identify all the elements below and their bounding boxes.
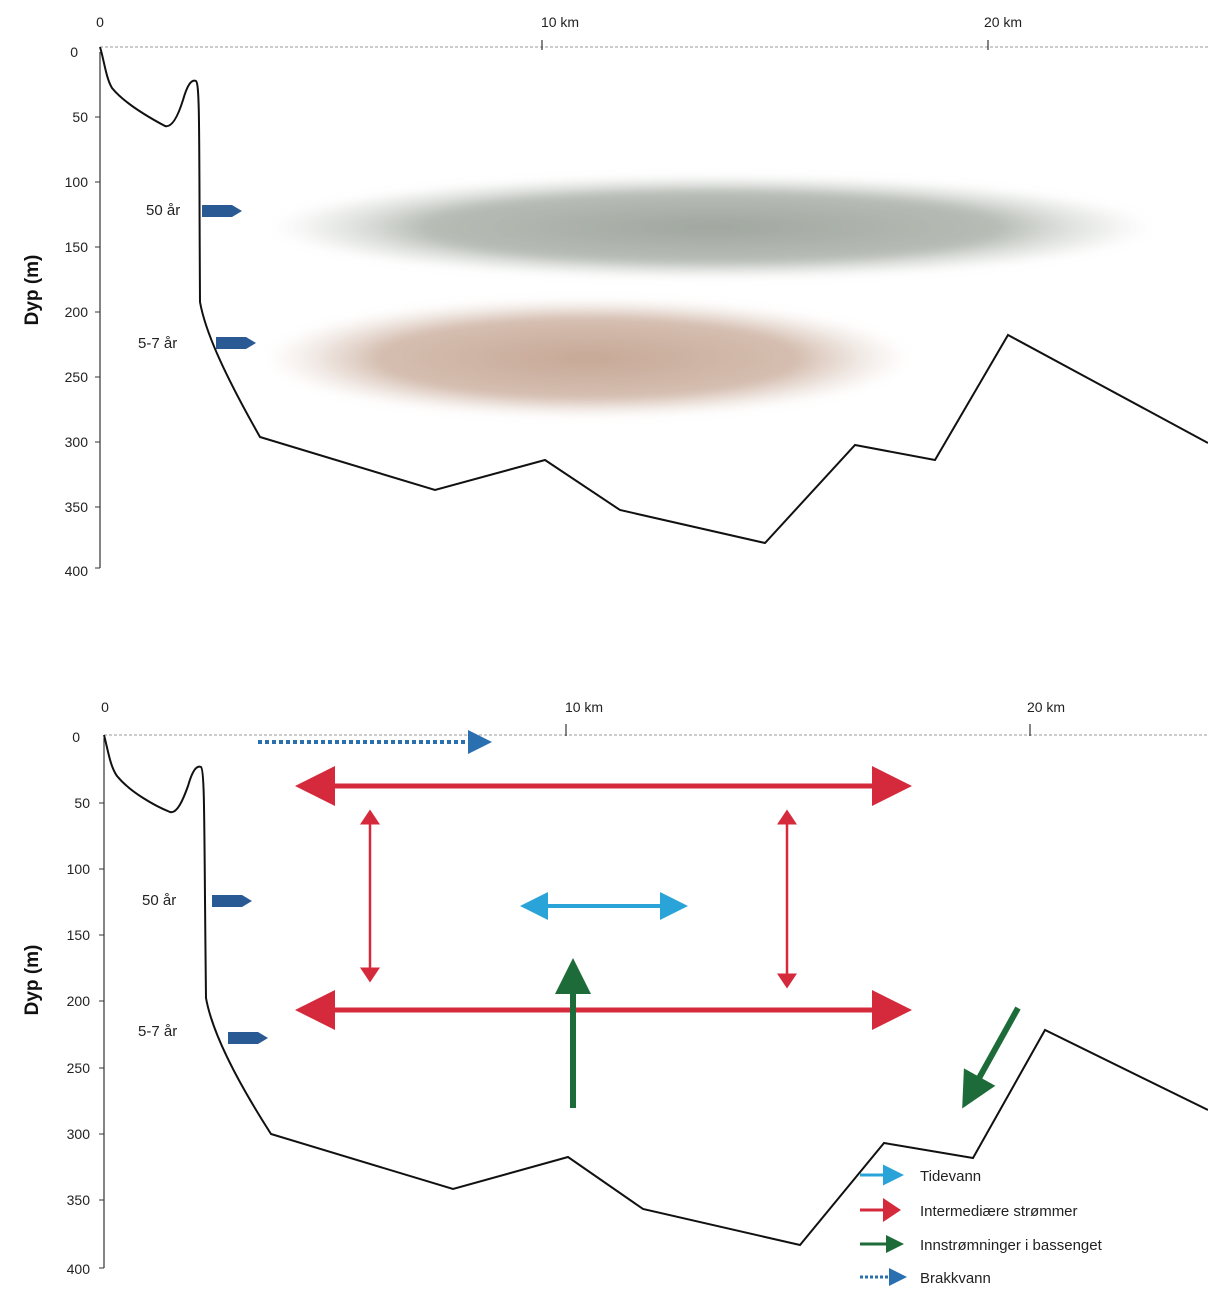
y-tick-label: 400 [65, 563, 89, 579]
y-tick-label: 400 [67, 1261, 91, 1277]
age-label-old: 50 år [146, 202, 180, 219]
y-tick-label: 200 [67, 993, 91, 1009]
panel-top: 0 10 km 20 km 0 50 100 150 200 250 300 3… [22, 14, 1208, 579]
legend-label: Intermediære strømmer [920, 1203, 1078, 1220]
y-tick-label: 0 [70, 44, 78, 60]
y-tick-label: 50 [74, 795, 90, 811]
seabed-profile [99, 46, 1208, 545]
y-tick-label: 350 [65, 499, 89, 515]
x-tick-label: 20 km [984, 14, 1022, 30]
y-tick-label: 200 [65, 304, 89, 320]
x-tick-label: 10 km [565, 699, 603, 715]
y-tick-label: 150 [65, 239, 89, 255]
water-mass-young [266, 298, 910, 418]
x-tick-label: 0 [101, 699, 109, 715]
inflow-marker-icon [202, 205, 242, 217]
y-tick-label: 350 [67, 1192, 91, 1208]
y-tick-label: 100 [67, 861, 91, 877]
y-tick-label: 0 [72, 729, 80, 745]
x-tick-label: 0 [96, 14, 104, 30]
age-label-young: 5-7 år [138, 335, 177, 352]
legend: Tidevann Intermediære strømmer Innstrømn… [860, 1164, 1103, 1287]
age-label-young: 5-7 år [138, 1023, 177, 1040]
basin-inflow-arrow [962, 1006, 1021, 1109]
panel-bottom: 0 10 km 20 km 0 50 100 150 200 250 300 3… [22, 699, 1208, 1287]
legend-label: Innstrømninger i bassenget [920, 1237, 1103, 1254]
inflow-marker-icon [228, 1032, 268, 1044]
age-label-old: 50 år [142, 892, 176, 909]
x-tick-label: 20 km [1027, 699, 1065, 715]
water-mass-old [272, 175, 1152, 279]
y-tick-label: 150 [67, 927, 91, 943]
y-tick-label: 250 [67, 1060, 91, 1076]
y-ticks [95, 116, 100, 569]
y-ticks [99, 802, 104, 1269]
seabed-profile [103, 734, 1208, 1247]
y-tick-label: 300 [65, 434, 89, 450]
inflow-marker-icon [212, 895, 252, 907]
y-axis-title: Dyp (m) [22, 945, 43, 1016]
legend-label: Tidevann [920, 1168, 981, 1185]
y-axis-title: Dyp (m) [22, 255, 43, 326]
x-tick-label: 10 km [541, 14, 579, 30]
y-tick-label: 250 [65, 369, 89, 385]
y-tick-label: 300 [67, 1126, 91, 1142]
inflow-marker-icon [216, 337, 256, 349]
legend-label: Brakkvann [920, 1270, 991, 1287]
y-tick-label: 100 [65, 174, 89, 190]
y-tick-label: 50 [72, 109, 88, 125]
